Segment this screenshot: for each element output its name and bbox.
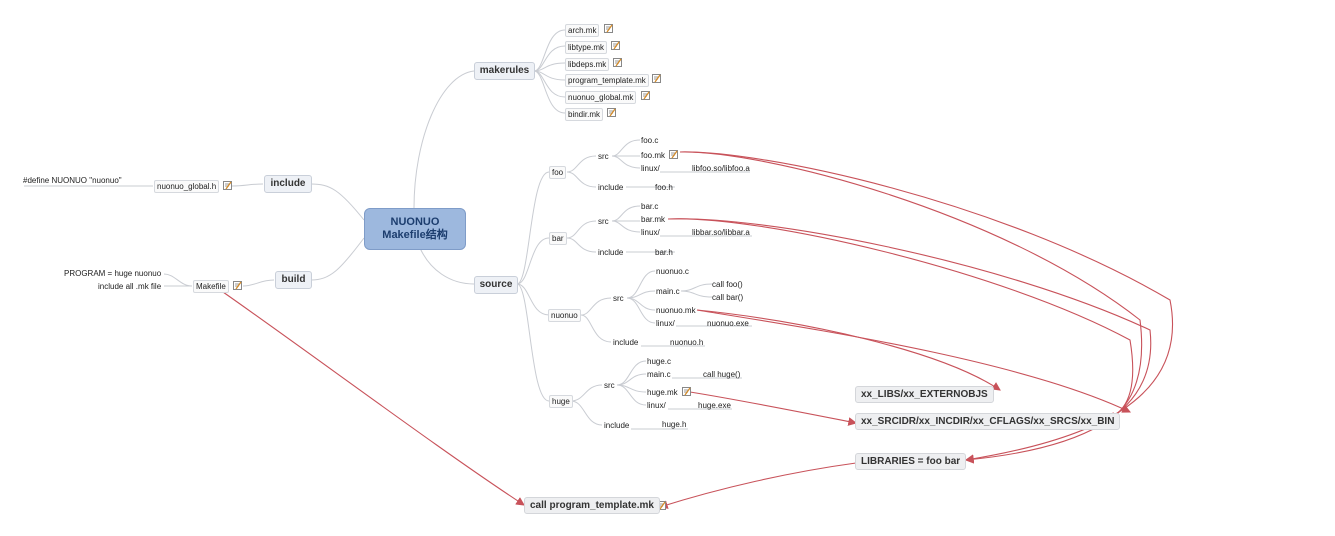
- link-root-source: [419, 247, 475, 285]
- branch-build[interactable]: build: [275, 271, 312, 289]
- huge-src[interactable]: src: [604, 381, 615, 390]
- call-program-template[interactable]: call program_template.mk: [524, 497, 660, 514]
- bar-c[interactable]: bar.c: [641, 202, 659, 211]
- root-subtitle: Makefile结构: [382, 229, 448, 241]
- note-pencil-icon[interactable]: [223, 181, 232, 190]
- branch-makerules[interactable]: makerules: [474, 62, 535, 80]
- bar-include[interactable]: include: [598, 248, 624, 257]
- call-huge: call huge(): [703, 370, 741, 379]
- nuonuo-src[interactable]: src: [613, 294, 624, 303]
- huge-mk[interactable]: huge.mk: [647, 388, 678, 397]
- file-libtype-mk[interactable]: libtype.mk: [565, 41, 608, 54]
- include-mk-text: include all .mk file: [98, 282, 162, 291]
- call-bar: call bar(): [712, 293, 744, 302]
- bar-linux-out: libbar.so/libbar.a: [692, 228, 750, 237]
- bar-h[interactable]: bar.h: [655, 248, 673, 257]
- foo-include[interactable]: include: [598, 183, 624, 192]
- bar-mk[interactable]: bar.mk: [641, 215, 666, 224]
- root-title: NUONUO: [390, 216, 440, 228]
- branch-include[interactable]: include: [264, 175, 312, 193]
- branch-source[interactable]: source: [474, 276, 518, 294]
- huge-main-c[interactable]: main.c: [647, 370, 671, 379]
- huge-h[interactable]: huge.h: [662, 420, 687, 429]
- bar-linux[interactable]: linux/: [641, 228, 660, 237]
- foo-linux-out: libfoo.so/libfoo.a: [692, 164, 750, 173]
- file-arch-mk[interactable]: arch.mk: [565, 24, 600, 37]
- foo-h[interactable]: foo.h: [655, 183, 673, 192]
- foo-src[interactable]: src: [598, 152, 609, 161]
- file-nuonuo-global-h[interactable]: nuonuo_global.h: [154, 180, 220, 193]
- nuonuo-c[interactable]: nuonuo.c: [656, 267, 689, 276]
- bar-src[interactable]: src: [598, 217, 609, 226]
- file-bindir-mk[interactable]: bindir.mk: [565, 108, 604, 121]
- var-externobjs[interactable]: xx_LIBS/xx_EXTERNOBJS: [855, 386, 994, 403]
- define-text: #define NUONUO "nuonuo": [23, 176, 122, 185]
- note-pencil-icon[interactable]: [611, 41, 620, 50]
- note-pencil-icon[interactable]: [669, 150, 678, 159]
- link-root-include: [310, 183, 365, 221]
- nuonuo-main-c[interactable]: main.c: [656, 287, 680, 296]
- huge-exe: huge.exe: [698, 401, 731, 410]
- foo-mk[interactable]: foo.mk: [641, 151, 666, 160]
- nuonuo-linux[interactable]: linux/: [656, 319, 675, 328]
- file-libdeps-mk[interactable]: libdeps.mk: [565, 58, 610, 71]
- note-pencil-icon[interactable]: [682, 387, 691, 396]
- nuonuo-mk[interactable]: nuonuo.mk: [656, 306, 696, 315]
- link-root-build: [310, 237, 365, 281]
- nuonuo-exe: nuonuo.exe: [707, 319, 749, 328]
- program-text: PROGRAM = huge nuonuo: [64, 269, 162, 278]
- nuonuo-include[interactable]: include: [613, 338, 639, 347]
- link-root-makerules: [413, 70, 475, 209]
- note-pencil-icon[interactable]: [641, 91, 650, 100]
- var-libraries[interactable]: LIBRARIES = foo bar: [855, 453, 967, 470]
- note-pencil-icon[interactable]: [607, 108, 616, 117]
- note-pencil-icon[interactable]: [604, 24, 613, 33]
- huge-c[interactable]: huge.c: [647, 357, 672, 366]
- file-program-template-mk[interactable]: program_template.mk: [565, 74, 649, 87]
- dir-nuonuo[interactable]: nuonuo: [548, 309, 581, 322]
- huge-include[interactable]: include: [604, 421, 630, 430]
- call-foo: call foo(): [712, 280, 743, 289]
- file-makefile[interactable]: Makefile: [193, 280, 229, 293]
- file-nuonuo-global-mk[interactable]: nuonuo_global.mk: [565, 91, 637, 104]
- nuonuo-h[interactable]: nuonuo.h: [670, 338, 704, 347]
- note-pencil-icon[interactable]: [613, 58, 622, 67]
- huge-linux[interactable]: linux/: [647, 401, 666, 410]
- foo-linux[interactable]: linux/: [641, 164, 660, 173]
- dir-huge[interactable]: huge: [549, 395, 573, 408]
- foo-c[interactable]: foo.c: [641, 136, 659, 145]
- note-pencil-icon[interactable]: [652, 74, 661, 83]
- note-pencil-icon[interactable]: [233, 281, 242, 290]
- dir-bar[interactable]: bar: [549, 232, 567, 245]
- root-node[interactable]: NUONUO Makefile结构: [364, 208, 466, 250]
- var-srcdir[interactable]: xx_SRCIDR/xx_INCDIR/xx_CFLAGS/xx_SRCS/xx…: [855, 413, 1121, 430]
- dir-foo[interactable]: foo: [549, 166, 567, 179]
